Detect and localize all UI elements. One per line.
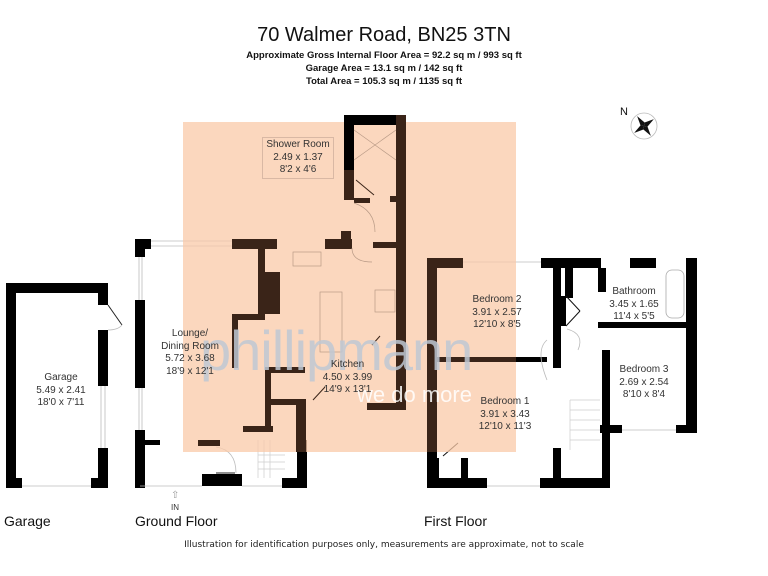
room-name: Lounge/ <box>171 328 209 339</box>
room-imperial: 18'0 x 7'11 <box>37 397 85 408</box>
room-imperial: 18'9 x 12'1 <box>166 365 214 377</box>
property-address-title: 70 Walmer Road, BN25 3TN <box>257 24 511 46</box>
floor-label-ground-floor: Ground Floor <box>135 513 218 529</box>
floor-label-first-floor: First Floor <box>424 513 487 529</box>
floor-label-garage: Garage <box>4 513 51 529</box>
brand-watermark: phillipmann <box>200 319 473 382</box>
total-area: Total Area = 105.3 sq m / 1135 sq ft <box>305 76 463 87</box>
room-metric: 3.91 x 3.43 <box>480 408 530 420</box>
room-name: Garage <box>44 372 78 383</box>
room-imperial: 8'10 x 8'4 <box>622 389 666 400</box>
room-name: Bedroom 1 <box>480 396 530 407</box>
entrance-arrow-icon: ⇧ <box>171 490 180 501</box>
room-name: Bedroom 3 <box>619 364 669 375</box>
room-imperial: 12'10 x 8'5 <box>473 319 521 330</box>
room-label-lounge-dining: Lounge/ Dining Room 5.72 x 3.68 18'9 x 1… <box>155 328 225 378</box>
room-imperial: 8'2 x 4'6 <box>279 164 317 175</box>
garage-area: Garage Area = 13.1 sq m / 142 sq ft <box>305 63 463 74</box>
room-metric: 4.50 x 3.99 <box>322 371 373 383</box>
room-imperial: 14'9 x 13'1 <box>323 384 372 395</box>
room-label-shower-room: Shower Room 2.49 x 1.37 8'2 x 4'6 <box>262 137 334 179</box>
entrance-label: IN <box>171 503 179 512</box>
room-metric: 3.91 x 2.57 <box>472 306 522 318</box>
room-label-garage: Garage 5.49 x 2.41 18'0 x 7'11 <box>24 372 98 410</box>
room-name-line2: Dining Room <box>161 340 219 352</box>
room-name: Shower Room <box>266 139 330 150</box>
room-name: Kitchen <box>330 359 365 370</box>
disclaimer: Illustration for identification purposes… <box>184 540 584 550</box>
room-label-bathroom: Bathroom 3.45 x 1.65 11'4 x 5'5 <box>604 286 664 324</box>
gross-internal-area: Approximate Gross Internal Floor Area = … <box>246 50 522 61</box>
room-metric: 2.69 x 2.54 <box>619 376 669 388</box>
room-imperial: 12'10 x 11'3 <box>478 421 532 432</box>
garage-plan <box>6 283 123 488</box>
room-label-bedroom-3: Bedroom 3 2.69 x 2.54 8'10 x 8'4 <box>614 364 674 402</box>
room-name: Bedroom 2 <box>472 294 522 305</box>
room-label-bedroom-1: Bedroom 1 3.91 x 3.43 12'10 x 11'3 <box>470 396 540 434</box>
room-metric: 5.49 x 2.41 <box>36 384 86 396</box>
compass-north-label: N <box>620 106 628 118</box>
room-metric: 5.72 x 3.68 <box>165 353 215 364</box>
room-name: Bathroom <box>612 286 656 297</box>
room-label-kitchen: Kitchen 4.50 x 3.99 14'9 x 13'1 <box>315 359 380 397</box>
room-imperial: 11'4 x 5'5 <box>613 311 655 322</box>
tagline-watermark: we do more <box>357 382 472 407</box>
room-metric: 2.49 x 1.37 <box>273 151 323 163</box>
room-metric: 3.45 x 1.65 <box>609 298 659 310</box>
room-label-bedroom-2: Bedroom 2 3.91 x 2.57 12'10 x 8'5 <box>462 294 532 332</box>
